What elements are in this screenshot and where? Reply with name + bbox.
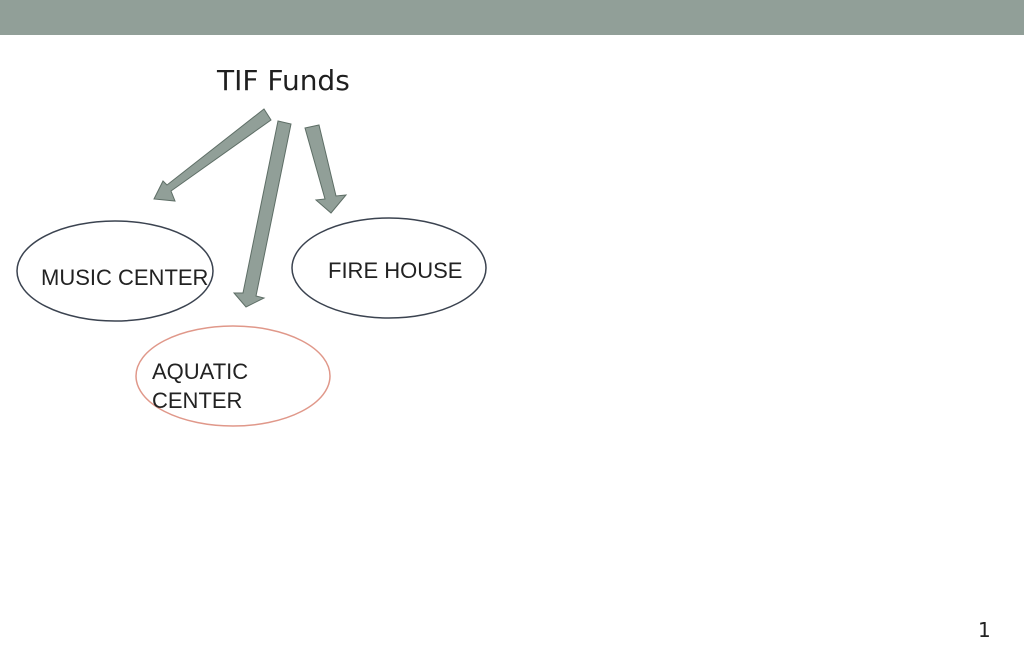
aquatic-center-label-line1: AQUATIC: [152, 359, 249, 384]
aquatic-center-label-line2: CENTER: [152, 388, 243, 413]
header-bar: [0, 0, 1024, 35]
music-center-label: MUSIC CENTER: [41, 265, 209, 290]
arrow-to-fire-house: [304, 124, 348, 214]
music-center-ellipse: [16, 220, 214, 322]
aquatic-center-ellipse: [135, 325, 331, 427]
arrow-to-music-center: [153, 108, 272, 202]
fire-house-label: FIRE HOUSE: [328, 258, 463, 283]
page-number: 1: [978, 618, 991, 642]
fire-house-ellipse: [291, 217, 487, 319]
aquatic-center-label: AQUATIC CENTER: [152, 357, 248, 415]
arrow-to-aquatic-center: [232, 120, 292, 308]
slide-title: TIF Funds: [217, 64, 350, 97]
